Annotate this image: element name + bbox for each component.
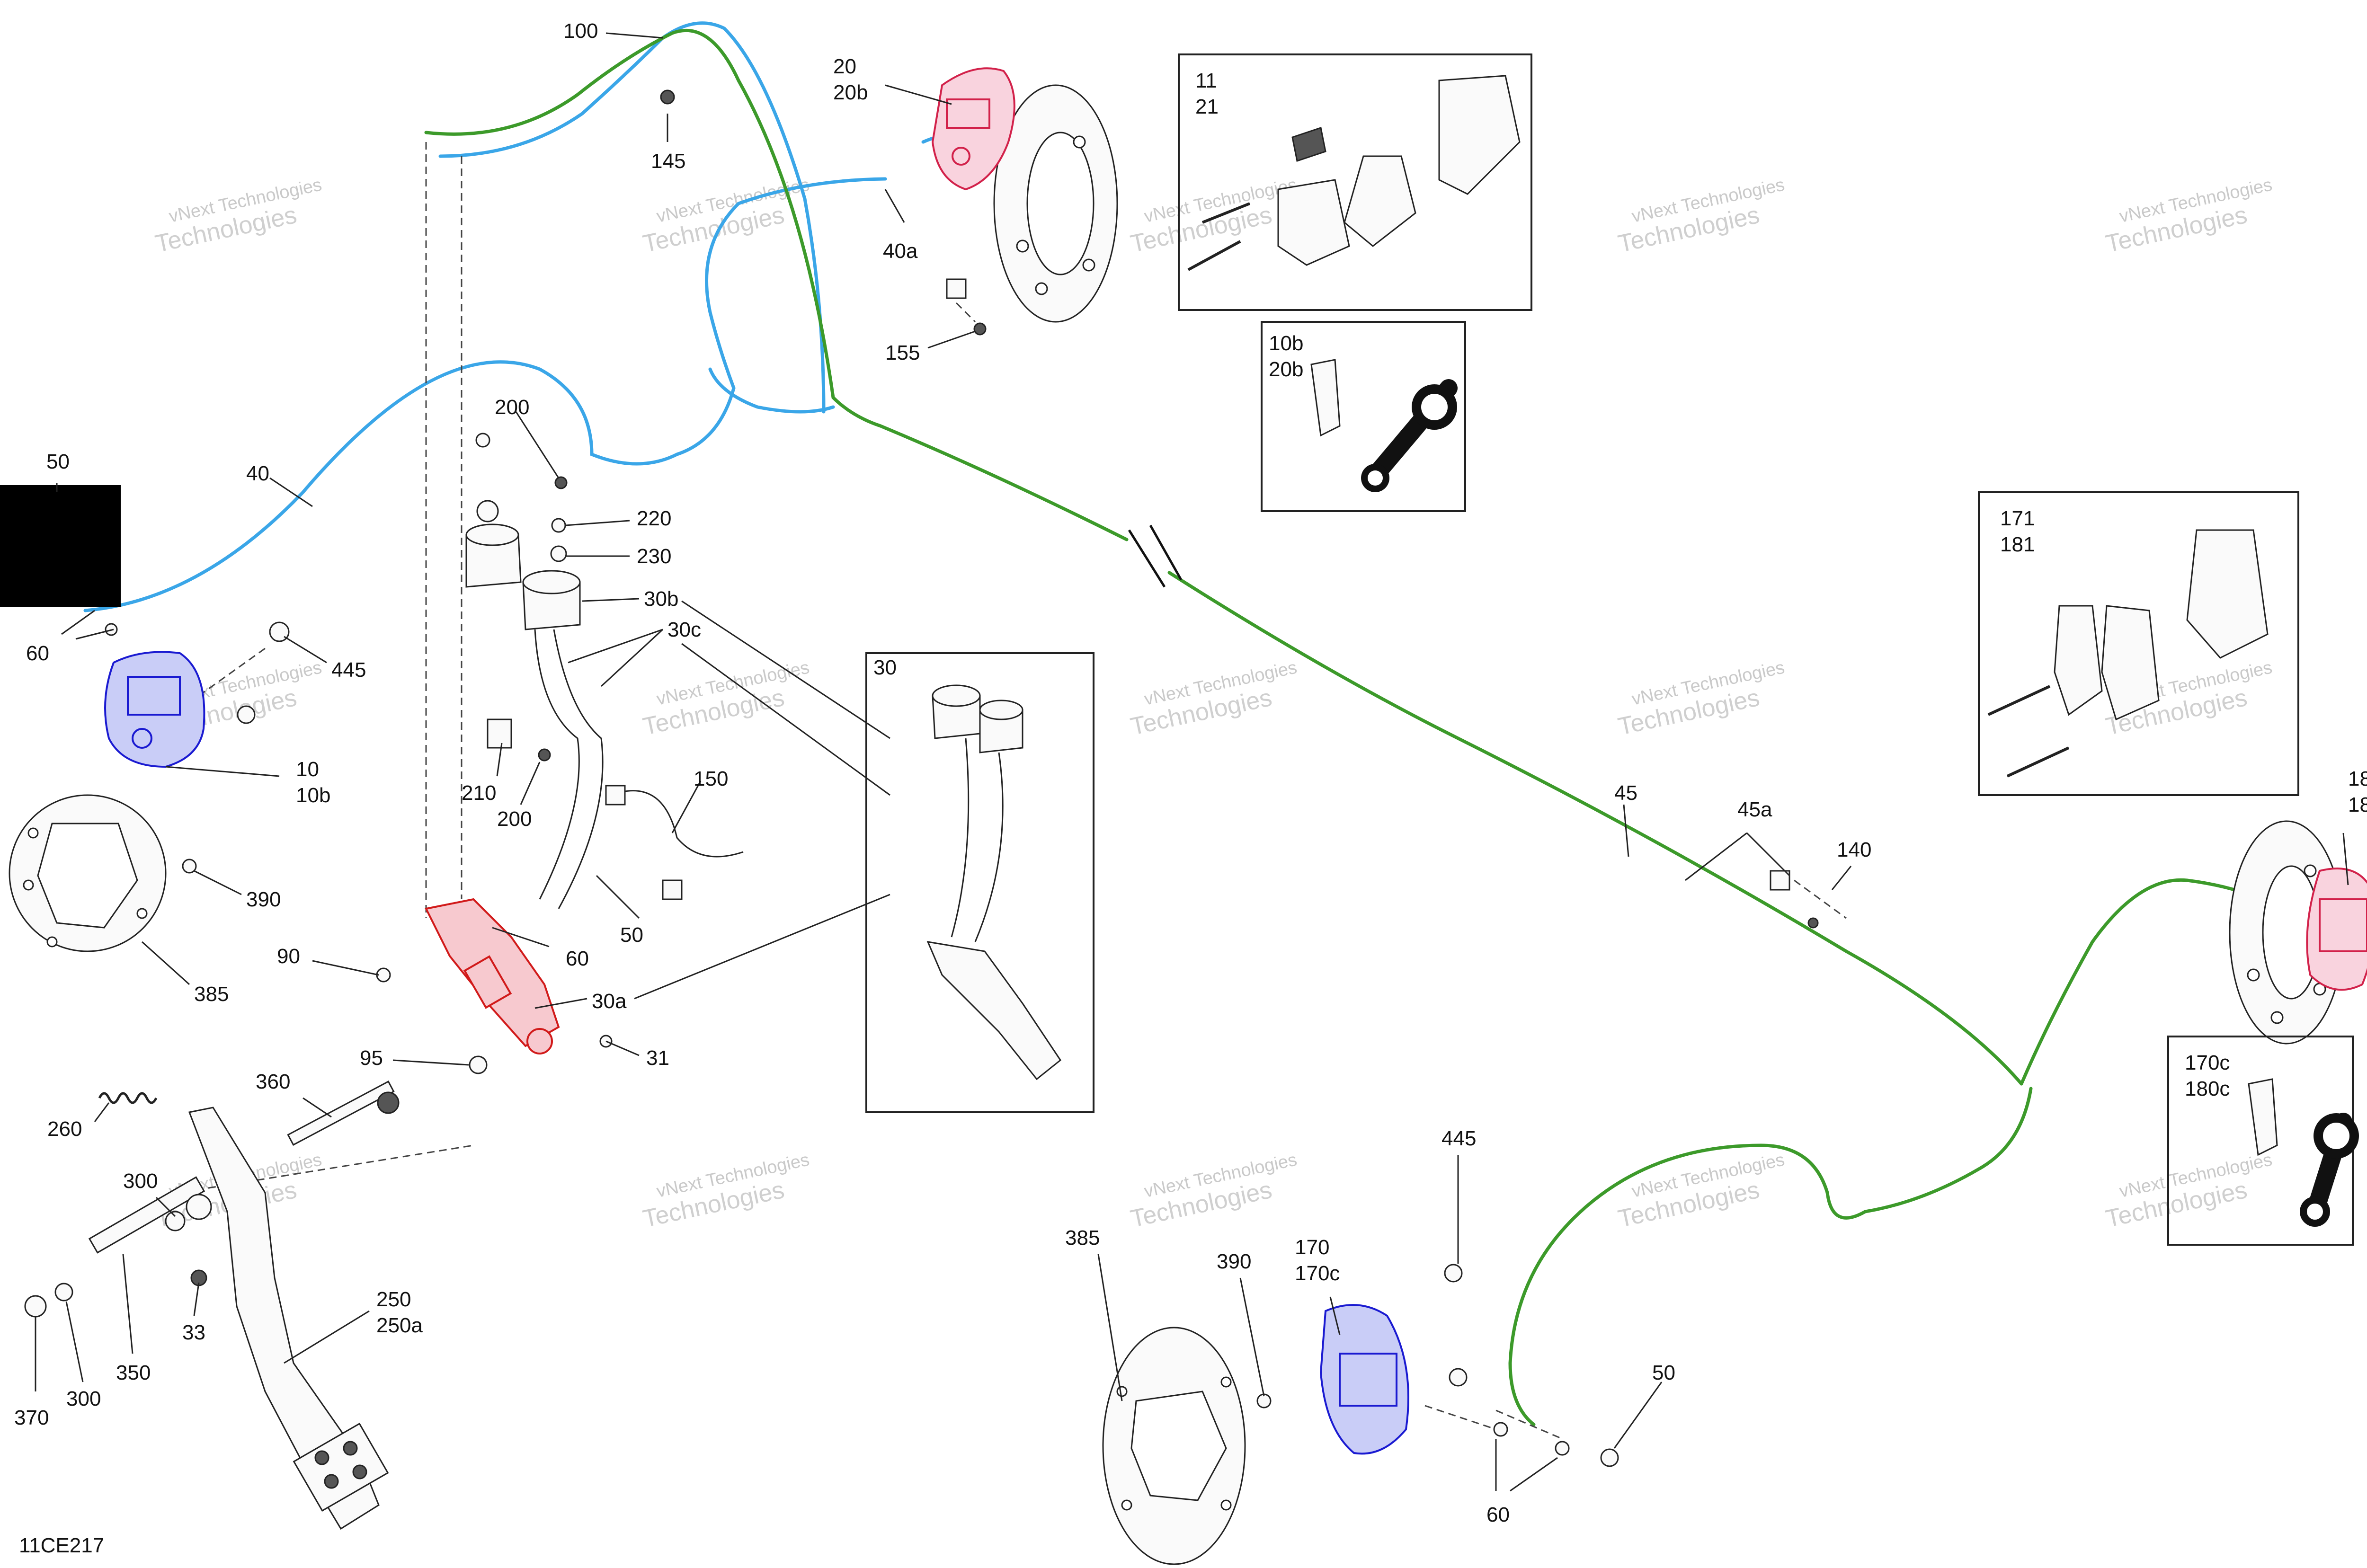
callout-385-left: 385 [194, 983, 229, 1006]
brake-light-switch [605, 785, 744, 900]
callout-10: 10 [296, 758, 319, 781]
callout-50-bottom: 50 [1652, 1361, 1675, 1384]
callout-20b-box: 20b [1269, 358, 1303, 381]
callout-30-box: 30 [873, 656, 897, 679]
callout-350: 350 [116, 1361, 151, 1384]
callout-60-mid: 60 [566, 947, 589, 970]
callout-45a: 45a [1737, 798, 1772, 821]
callout-21: 21 [1195, 95, 1219, 118]
callout-260: 260 [47, 1117, 82, 1141]
callout-40: 40 [246, 462, 269, 485]
callout-10b: 10b [296, 784, 330, 807]
callout-30c: 30c [667, 618, 701, 641]
callout-155: 155 [885, 341, 920, 364]
callout-210: 210 [462, 781, 496, 805]
washer-300-bottom [54, 1283, 73, 1302]
callout-95: 95 [360, 1046, 383, 1070]
master-cylinder [425, 898, 560, 1054]
callout-31: 31 [646, 1046, 669, 1070]
callout-200-mid: 200 [497, 807, 532, 831]
callout-180: 180 [2348, 767, 2367, 790]
rear-right-caliper [2306, 868, 2367, 991]
pedal-bolt-360 [287, 1081, 400, 1146]
callout-370: 370 [14, 1406, 49, 1429]
callout-445-bottom: 445 [1442, 1127, 1476, 1150]
pedal-shaft-350 [88, 1176, 205, 1254]
callout-50-top: 50 [46, 450, 70, 473]
callout-230: 230 [637, 545, 671, 568]
nut-370 [24, 1295, 47, 1318]
reservoirs [465, 523, 604, 909]
brake-pedal [188, 1107, 389, 1530]
callout-140: 140 [1837, 838, 1871, 861]
leader-lines [35, 32, 2349, 1492]
callout-200-top: 200 [495, 396, 529, 419]
washer-300-top [165, 1211, 186, 1231]
redacted-block [0, 485, 121, 607]
callout-20b: 20b [833, 81, 868, 104]
callout-300-bot: 300 [66, 1387, 101, 1410]
callout-60-bottom: 60 [1486, 1503, 1510, 1526]
front-brake-lines [83, 21, 991, 612]
callout-50-mid: 50 [620, 923, 643, 947]
callout-300-top: 300 [123, 1169, 158, 1193]
callout-20: 20 [833, 55, 856, 78]
callout-171: 171 [2000, 507, 2035, 530]
callout-labels: 100 145 20 20b 40a 155 11 21 10b 20b 50 … [14, 19, 2367, 1557]
callout-11: 11 [1195, 69, 1217, 92]
front-left-brake-disc [9, 794, 167, 952]
bleeder-kit-box-front [1261, 321, 1466, 512]
brake-pads-kit-box-front [1178, 53, 1532, 311]
rear-left-brake-disc [1102, 1327, 1246, 1565]
callout-10b-box: 10b [1269, 332, 1303, 355]
callout-390-left: 390 [246, 888, 281, 911]
rear-right-brake-disc [2229, 820, 2344, 1045]
figure-code: 11CE217 [19, 1534, 104, 1557]
callout-181: 181 [2000, 533, 2035, 556]
bleeder-kit-box-rear [2167, 1036, 2359, 1246]
callout-33: 33 [182, 1321, 205, 1344]
callout-390-bottom: 390 [1217, 1250, 1251, 1273]
brake-pads-kit-box-rear [1978, 491, 2299, 796]
callout-360: 360 [256, 1070, 290, 1093]
callout-150: 150 [694, 767, 728, 790]
master-cylinder-assembly-box [865, 652, 1095, 1113]
callout-170: 170 [1295, 1236, 1329, 1259]
callout-30b: 30b [644, 587, 678, 611]
callout-170c: 170c [1295, 1262, 1340, 1285]
callout-100: 100 [563, 19, 598, 43]
callout-30a: 30a [592, 990, 627, 1013]
callout-220: 220 [637, 507, 671, 530]
callout-45: 45 [1614, 781, 1637, 805]
fasteners [105, 89, 1819, 1467]
callout-90: 90 [277, 945, 300, 968]
front-left-caliper [104, 651, 205, 768]
callout-145: 145 [651, 150, 685, 173]
rear-left-caliper [1319, 1304, 1409, 1455]
callout-385-bottom: 385 [1065, 1226, 1100, 1249]
callout-445-left: 445 [331, 658, 366, 682]
return-spring-260 [98, 1092, 158, 1104]
callout-250a: 250a [376, 1314, 423, 1337]
callout-60-left: 60 [26, 642, 49, 665]
front-right-caliper [931, 67, 1015, 191]
bushing [186, 1194, 212, 1220]
callout-180c: 180c [2348, 793, 2367, 816]
callout-40a: 40a [883, 239, 918, 263]
callout-250: 250 [376, 1288, 411, 1311]
callout-170c-box: 170c [2185, 1051, 2230, 1074]
front-right-brake-disc [993, 84, 1118, 323]
callout-180c-box: 180c [2185, 1077, 2230, 1100]
assembly-guide-lines [104, 142, 1847, 1440]
